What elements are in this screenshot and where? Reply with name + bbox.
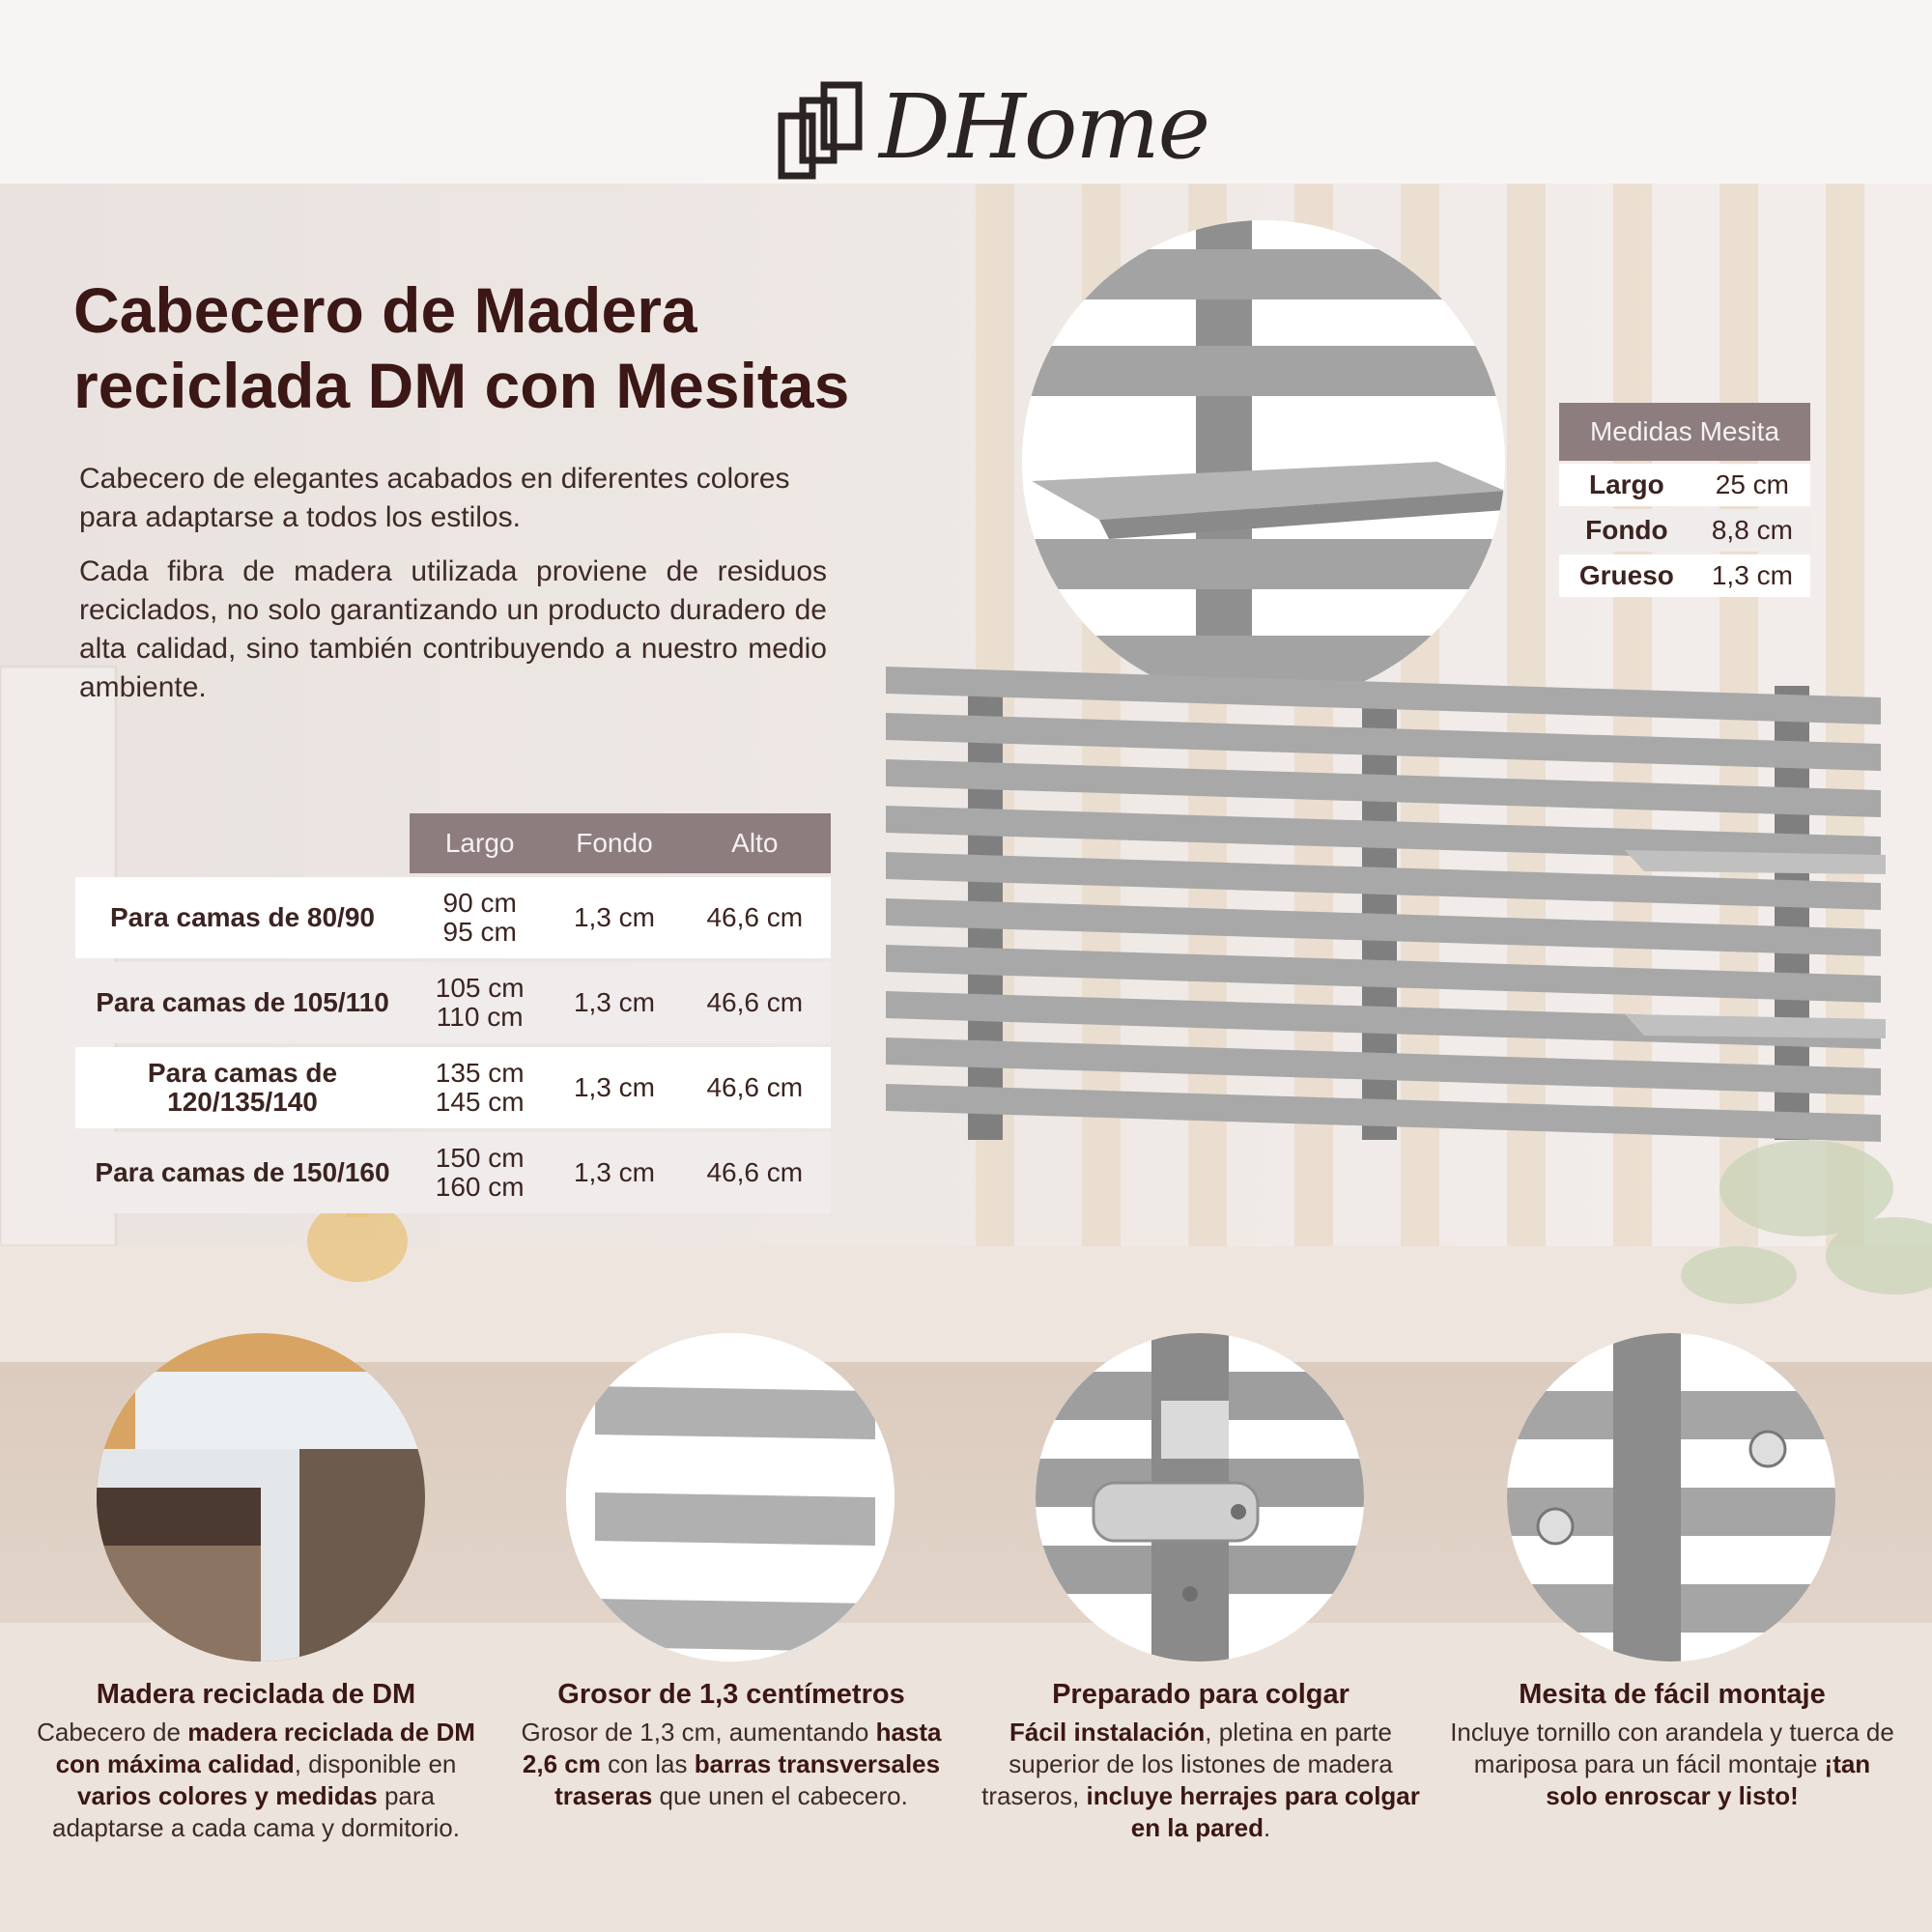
page-title: Cabecero de Madera reciclada DM con Mesi…: [73, 272, 885, 423]
title-line-1: Cabecero de Madera: [73, 274, 697, 346]
mesita-key: Grueso: [1559, 554, 1694, 597]
mesita-value: 1,3 cm: [1693, 554, 1810, 597]
largo-value: 135 cm: [435, 1058, 525, 1088]
feature-thickness: Grosor de 1,3 centímetros Grosor de 1,3 …: [504, 1679, 958, 1812]
largo-value: 90 cm: [442, 888, 517, 918]
row-alto: 46,6 cm: [678, 1132, 831, 1213]
hanging-hardware-detail-image: [1036, 1333, 1364, 1662]
headboard-product-image: [886, 667, 1886, 1142]
description-paragraph-1: Cabecero de elegantes acabados en difere…: [79, 463, 790, 533]
mesita-value: 8,8 cm: [1693, 509, 1810, 552]
brand-logo-icon: [778, 81, 863, 180]
row-fondo: 1,3 cm: [550, 1047, 679, 1128]
row-alto: 46,6 cm: [678, 1047, 831, 1128]
row-alto: 46,6 cm: [678, 877, 831, 958]
row-fondo: 1,3 cm: [550, 1132, 679, 1213]
mesita-table: Medidas Mesita Largo 25 cm Fondo 8,8 cm …: [1559, 400, 1810, 600]
thickness-detail-image: [566, 1333, 895, 1662]
row-label-line: 120/135/140: [167, 1087, 318, 1117]
feature-ready-to-hang: Preparado para colgar Fácil instalación,…: [974, 1679, 1428, 1844]
row-fondo: 1,3 cm: [550, 962, 679, 1043]
largo-value: 160 cm: [435, 1172, 525, 1202]
feature-recycled-wood: Madera reciclada de DM Cabecero de mader…: [29, 1679, 483, 1844]
size-table-corner: [75, 813, 410, 873]
row-label: Para camas de 150/160: [75, 1132, 410, 1213]
feature-title: Grosor de 1,3 centímetros: [557, 1679, 905, 1710]
size-table-header-fondo: Fondo: [550, 813, 679, 873]
table-row: Grueso 1,3 cm: [1559, 554, 1810, 597]
size-table-header-alto: Alto: [678, 813, 831, 873]
row-label: Para camas de 105/110: [75, 962, 410, 1043]
feature-title: Preparado para colgar: [1052, 1679, 1350, 1710]
row-alto: 46,6 cm: [678, 962, 831, 1043]
feature-description: Fácil instalación, pletina en parte supe…: [981, 1718, 1420, 1842]
feature-easy-assembly: Mesita de fácil montaje Incluye tornillo…: [1445, 1679, 1899, 1812]
recycled-wood-detail-image: [97, 1333, 425, 1662]
mesita-key: Fondo: [1559, 509, 1694, 552]
largo-value: 110 cm: [436, 1002, 524, 1032]
mesita-header: Medidas Mesita: [1559, 403, 1810, 461]
mesita-key: Largo: [1559, 464, 1694, 506]
mesita-value: 25 cm: [1693, 464, 1810, 506]
description-paragraph-2: Cada fibra de madera utilizada proviene …: [79, 555, 827, 703]
row-fondo: 1,3 cm: [550, 877, 679, 958]
nightstand-assembly-detail-image: [1507, 1333, 1835, 1662]
largo-value: 105 cm: [435, 973, 525, 1003]
largo-value: 145 cm: [435, 1087, 525, 1117]
feature-title: Mesita de fácil montaje: [1519, 1679, 1826, 1710]
feature-description: Incluye tornillo con arandela y tuerca d…: [1450, 1718, 1894, 1810]
feature-description: Cabecero de madera reciclada de DM con m…: [37, 1718, 475, 1842]
brand-name: DHome: [879, 75, 1210, 179]
feature-title: Madera reciclada de DM: [96, 1679, 416, 1710]
largo-value: 150 cm: [435, 1143, 525, 1173]
row-label: Para camas de 80/90: [75, 877, 410, 958]
title-line-2: reciclada DM con Mesitas: [73, 350, 850, 421]
shelf-detail-image: [1022, 220, 1505, 703]
size-table-header-largo: Largo: [410, 813, 551, 873]
size-table: Largo Fondo Alto Para camas de 80/90 90 …: [75, 810, 831, 1217]
largo-value: 95 cm: [442, 917, 517, 947]
mesita-header-row: Medidas Mesita: [1559, 403, 1810, 461]
table-row: Fondo 8,8 cm: [1559, 509, 1810, 552]
feature-description: Grosor de 1,3 cm, aumentando hasta 2,6 c…: [521, 1718, 942, 1810]
row-label-line: Para camas de: [147, 1058, 338, 1088]
size-table-header-row: Largo Fondo Alto: [75, 813, 831, 873]
table-row: Largo 25 cm: [1559, 464, 1810, 506]
